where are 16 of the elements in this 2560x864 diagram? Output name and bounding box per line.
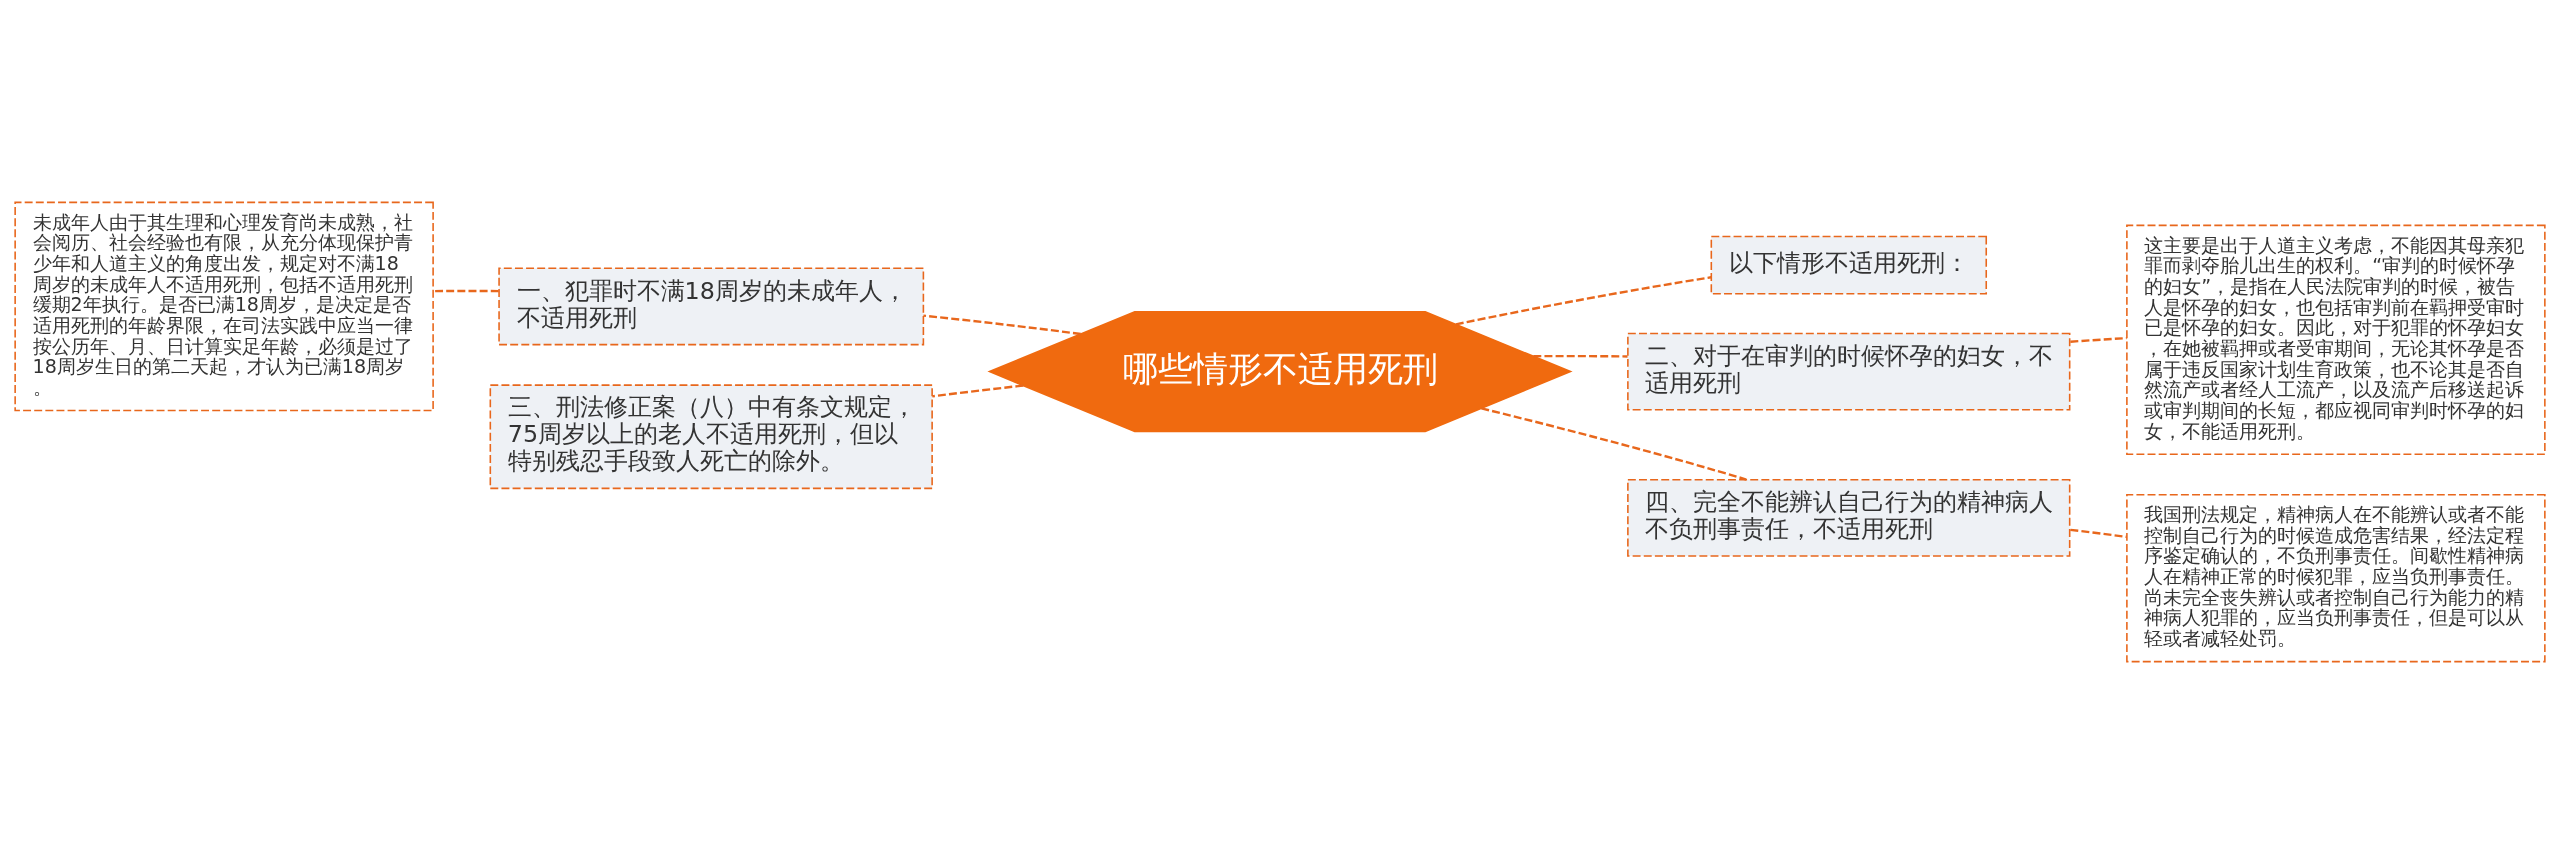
node-box: 我国刑法规定，精神病人在不能辨认或者不能控制自己行为的时候造成危害结果，经法定程序鉴定确认的，不负刑事责任。间歇性精神病人在精神正常的时候犯罪，应当负刑事责任。尚未完全丧失辨认或者控制自己行为能力的精神病人犯罪的，应当负刑事责任，但是可以从轻或者减轻处罚。 [2126,493,2546,663]
node-box: 二、对于在审判的时候怀孕的妇女，不适用死刑 [1627,332,2071,411]
node-box: 四、完全不能辨认自己行为的精神病人不负刑事责任，不适用死刑 [1627,478,2071,557]
connector [433,289,499,293]
node-box: 这主要是出于人道主义考虑，不能因其母亲犯罪而剥夺胎儿出生的权利。“审判的时候怀孕的妇女”，是指在人民法院审判的时候，被告人是怀孕的妇女，也包括审判前在羁押受审时已是怀孕的妇女。因此，对于犯罪的怀孕妇女，在她被羁押或者受审期间，无论其怀孕是否属于违反国家计划生育政策，也不论其是否自然流产或者经人工流产，以及流产后移送起诉或审判期间的长短，都应视同审判时怀孕的妇女，不能适用死刑。 [2126,224,2546,456]
connector [932,384,1024,398]
node-box: 未成年人由于其生理和心理发育尚未成熟，社会阅历、社会经验也有限，从充分体现保护青少年和人道主义的角度出发，规定对不满18周岁的未成年人不适用死刑，包括不适用死刑缓期2年执行。是否已满18周岁，是决定是否适用死刑的年龄界限，在司法实践中应当一律按公历年、月、日计算实足年龄，必须是过了18周岁生日的第二天起，才认为已满18周岁。 [14,201,434,412]
connector [1533,354,1628,358]
node-box: 三、刑法修正案（八）中有条文规定，75周岁以上的老人不适用死刑，但以特别残忍手段致人死亡的除外。 [489,384,933,490]
node-box: 一、犯罪时不满18周岁的未成年人，不适用死刑 [498,267,925,346]
node-box: 以下情形不适用死刑： [1710,235,1988,295]
connector [2070,528,2127,539]
connector [1481,407,1747,481]
connector [923,314,1081,336]
connector [1455,276,1712,326]
connector [2070,336,2127,343]
